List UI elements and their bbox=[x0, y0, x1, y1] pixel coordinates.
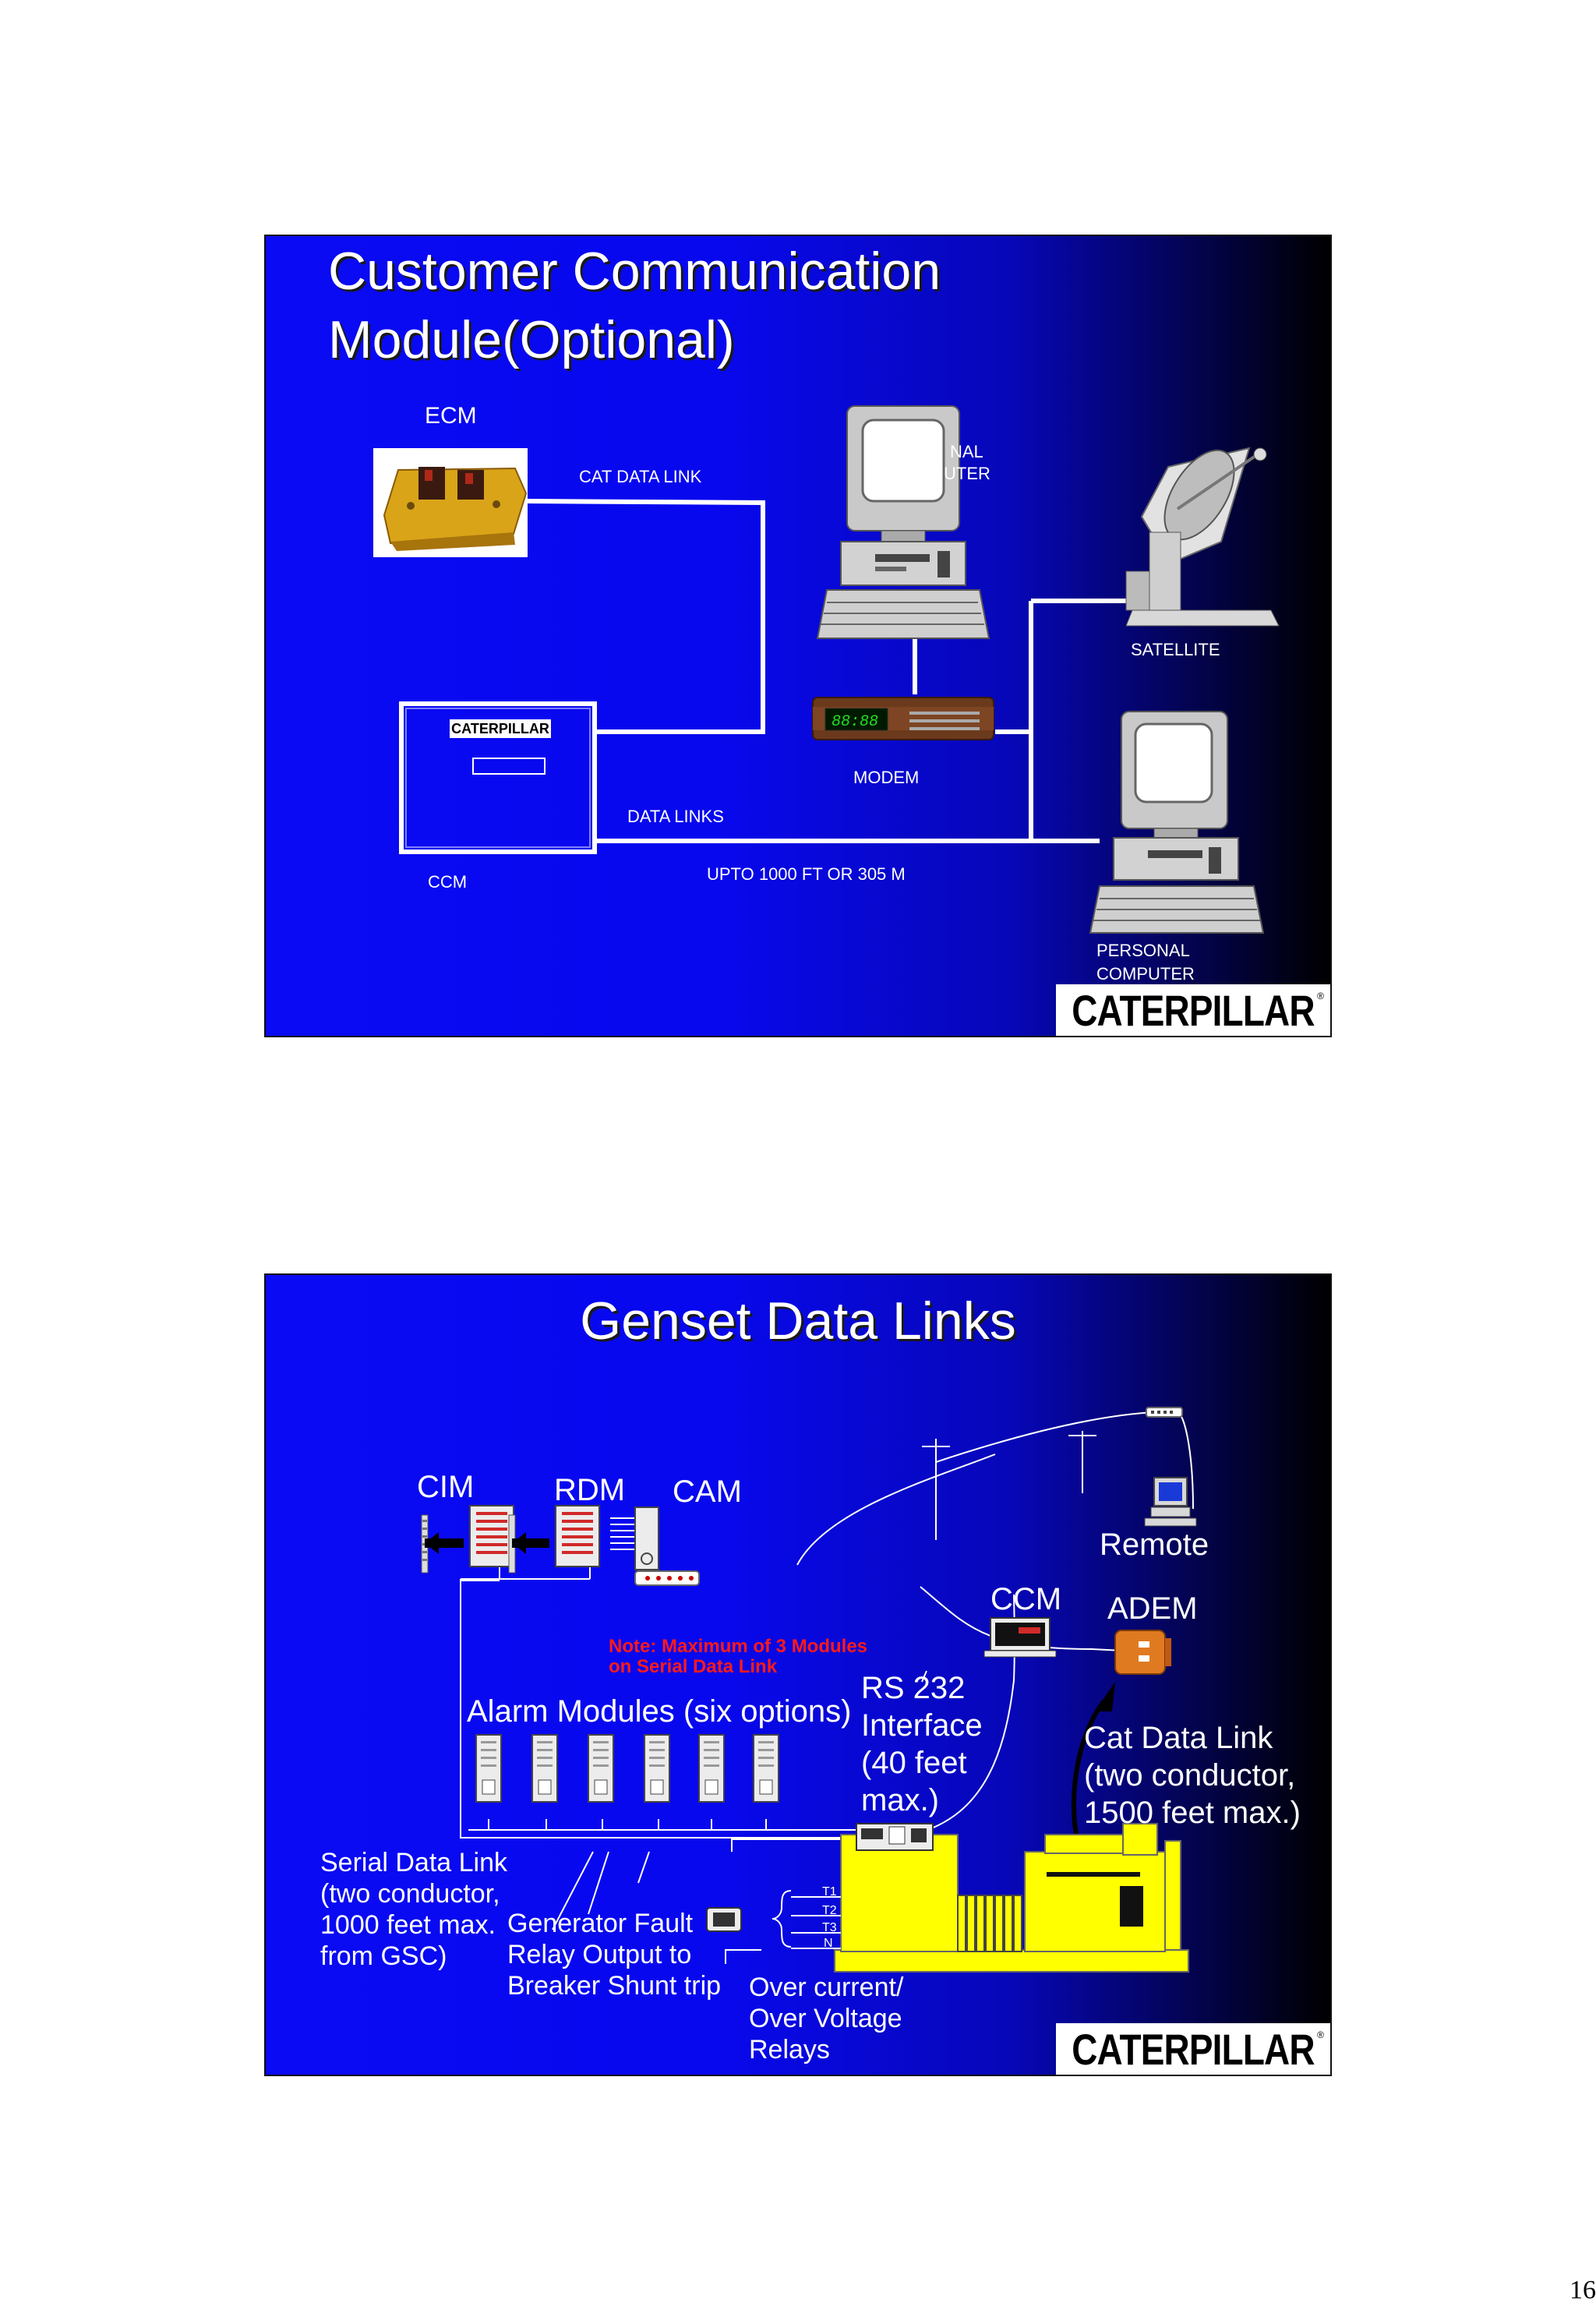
generator-fault-label: Generator Fault Relay Output to Breaker … bbox=[507, 1909, 722, 2001]
satellite-dish-icon bbox=[1125, 447, 1280, 627]
remote-computer-icon bbox=[1144, 1477, 1197, 1527]
ecm-label: ECM bbox=[425, 403, 477, 429]
serial-data-link-wiring bbox=[460, 1411, 1194, 1964]
slide1-diagram: 88:88 CATERPILLAR bbox=[373, 405, 1280, 934]
cam-module-icon bbox=[610, 1506, 659, 1570]
over-current-label: Over current/ Over Voltage Relays bbox=[749, 1973, 904, 2065]
modem-icon bbox=[812, 697, 994, 740]
ccm-label-slide2: CCM bbox=[990, 1582, 1062, 1616]
personal-computer-top-icon bbox=[816, 405, 990, 639]
cat-data-link-label: CAT DATA LINK bbox=[579, 467, 702, 486]
personal-computer-top-label-2: UTER bbox=[944, 464, 990, 483]
ccm-brand-label: CATERPILLAR bbox=[451, 721, 549, 736]
ccm-box bbox=[399, 701, 597, 854]
over-current-relay-icon bbox=[706, 1890, 841, 1949]
caterpillar-logo-slide2: CATERPILLAR® bbox=[1056, 2023, 1330, 2075]
genset-icon bbox=[834, 1823, 1189, 1973]
alarm-modules-icons bbox=[475, 1734, 779, 1803]
note-pointer bbox=[921, 1670, 927, 1683]
rs232-interface-label: RS 232 Interface (40 feet max.) bbox=[861, 1671, 983, 1817]
slide1-title-line1: Customer Communication bbox=[328, 242, 941, 301]
cim-module-icon bbox=[421, 1505, 514, 1574]
slide1-title-line2: Module(Optional) bbox=[328, 310, 735, 369]
cam-label: CAM bbox=[673, 1475, 742, 1509]
rdm-label: RDM bbox=[554, 1473, 626, 1507]
adem-device-icon bbox=[1114, 1630, 1171, 1675]
page-number: 16 bbox=[1570, 2276, 1596, 2305]
slide2-title: Genset Data Links bbox=[580, 1291, 1016, 1351]
distance-label: UPTO 1000 FT OR 305 M bbox=[707, 864, 906, 884]
data-links-label: DATA LINKS bbox=[627, 807, 724, 826]
serial-link-note: Note: Maximum of 3 Modules on Serial Dat… bbox=[609, 1636, 868, 1677]
cim-label: CIM bbox=[417, 1470, 475, 1504]
terminal-t3-label: T3 bbox=[822, 1921, 837, 1934]
terminal-t1-label: T1 bbox=[822, 1885, 837, 1899]
remote-label: Remote bbox=[1100, 1528, 1209, 1562]
personal-computer-bottom-label-1: PERSONAL bbox=[1096, 941, 1190, 960]
slide-genset-data-links: T1 T2 T3 N Genset Data Links CIM RDM CAM… bbox=[264, 1273, 1332, 2076]
adem-label: ADEM bbox=[1107, 1591, 1198, 1626]
modem-display-digits: 88:88 bbox=[832, 713, 878, 731]
slide1-link-lines bbox=[527, 499, 1132, 843]
cat-data-link-arrowhead-top bbox=[1095, 1682, 1115, 1711]
ccm-device-icon bbox=[983, 1617, 1057, 1658]
caterpillar-logo-text-slide2: CATERPILLAR bbox=[1072, 2024, 1315, 2074]
slide-customer-communication-module: 88:88 CATERPILLAR Customer Communication bbox=[264, 235, 1332, 1037]
personal-computer-top-label-1: NAL bbox=[950, 442, 983, 461]
ccm-label: CCM bbox=[428, 872, 468, 892]
terminal-t2-label: T2 bbox=[822, 1904, 837, 1917]
slide2-diagram: T1 T2 T3 N bbox=[421, 1407, 1197, 1973]
cat-data-link-line bbox=[527, 499, 765, 734]
satellite-label: SATELLITE bbox=[1131, 640, 1220, 659]
alarm-modules-label: Alarm Modules (six options) bbox=[467, 1694, 852, 1729]
personal-computer-bottom-label-2: COMPUTER bbox=[1096, 964, 1195, 984]
rdm-module-icon bbox=[508, 1505, 600, 1574]
caterpillar-logo: CATERPILLAR® bbox=[1056, 984, 1330, 1036]
remote-hub-icon bbox=[1146, 1407, 1183, 1418]
terminal-n-label: N bbox=[824, 1937, 833, 1950]
cat-data-link-label-slide2: Cat Data Link (two conductor, 1500 feet … bbox=[1084, 1721, 1301, 1830]
ecm-image bbox=[373, 448, 528, 557]
personal-computer-bottom-icon bbox=[1089, 711, 1265, 934]
modem-label: MODEM bbox=[853, 768, 920, 787]
serial-data-link-label: Serial Data Link (two conductor, 1000 fe… bbox=[320, 1848, 508, 1971]
network-hub-icon bbox=[634, 1570, 700, 1586]
caterpillar-logo-text: CATERPILLAR bbox=[1072, 985, 1315, 1035]
